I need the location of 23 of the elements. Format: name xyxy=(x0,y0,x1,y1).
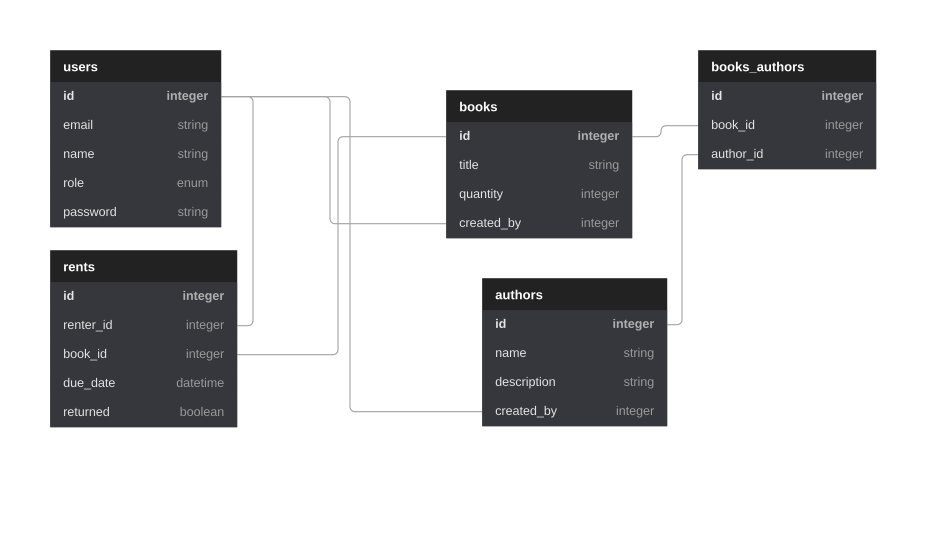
data-type: boolean xyxy=(180,406,224,416)
table-name: authors xyxy=(496,290,542,300)
data-type: datetime xyxy=(176,378,224,388)
column-name: description xyxy=(496,376,555,389)
column-name: id xyxy=(64,290,74,300)
column-name: id xyxy=(496,318,506,328)
data-type: integer xyxy=(186,348,224,361)
column-name: book_id xyxy=(64,348,106,360)
data-type: integer xyxy=(183,290,224,303)
table-name: books_authors xyxy=(712,62,804,73)
table-name: rents xyxy=(64,262,94,272)
data-type: integer xyxy=(613,318,654,331)
column-name: name xyxy=(496,350,526,358)
table-name: books xyxy=(460,102,497,112)
column-name: renter_id xyxy=(64,320,112,332)
column-name: due_date xyxy=(64,378,115,390)
table-name: users xyxy=(64,64,98,72)
data-type: integer xyxy=(616,406,654,418)
data-type: integer xyxy=(186,320,224,332)
column-name: returned xyxy=(64,406,109,416)
data-type: string xyxy=(624,348,654,360)
column-name: created_by xyxy=(496,406,558,418)
data-type: string xyxy=(624,376,654,389)
